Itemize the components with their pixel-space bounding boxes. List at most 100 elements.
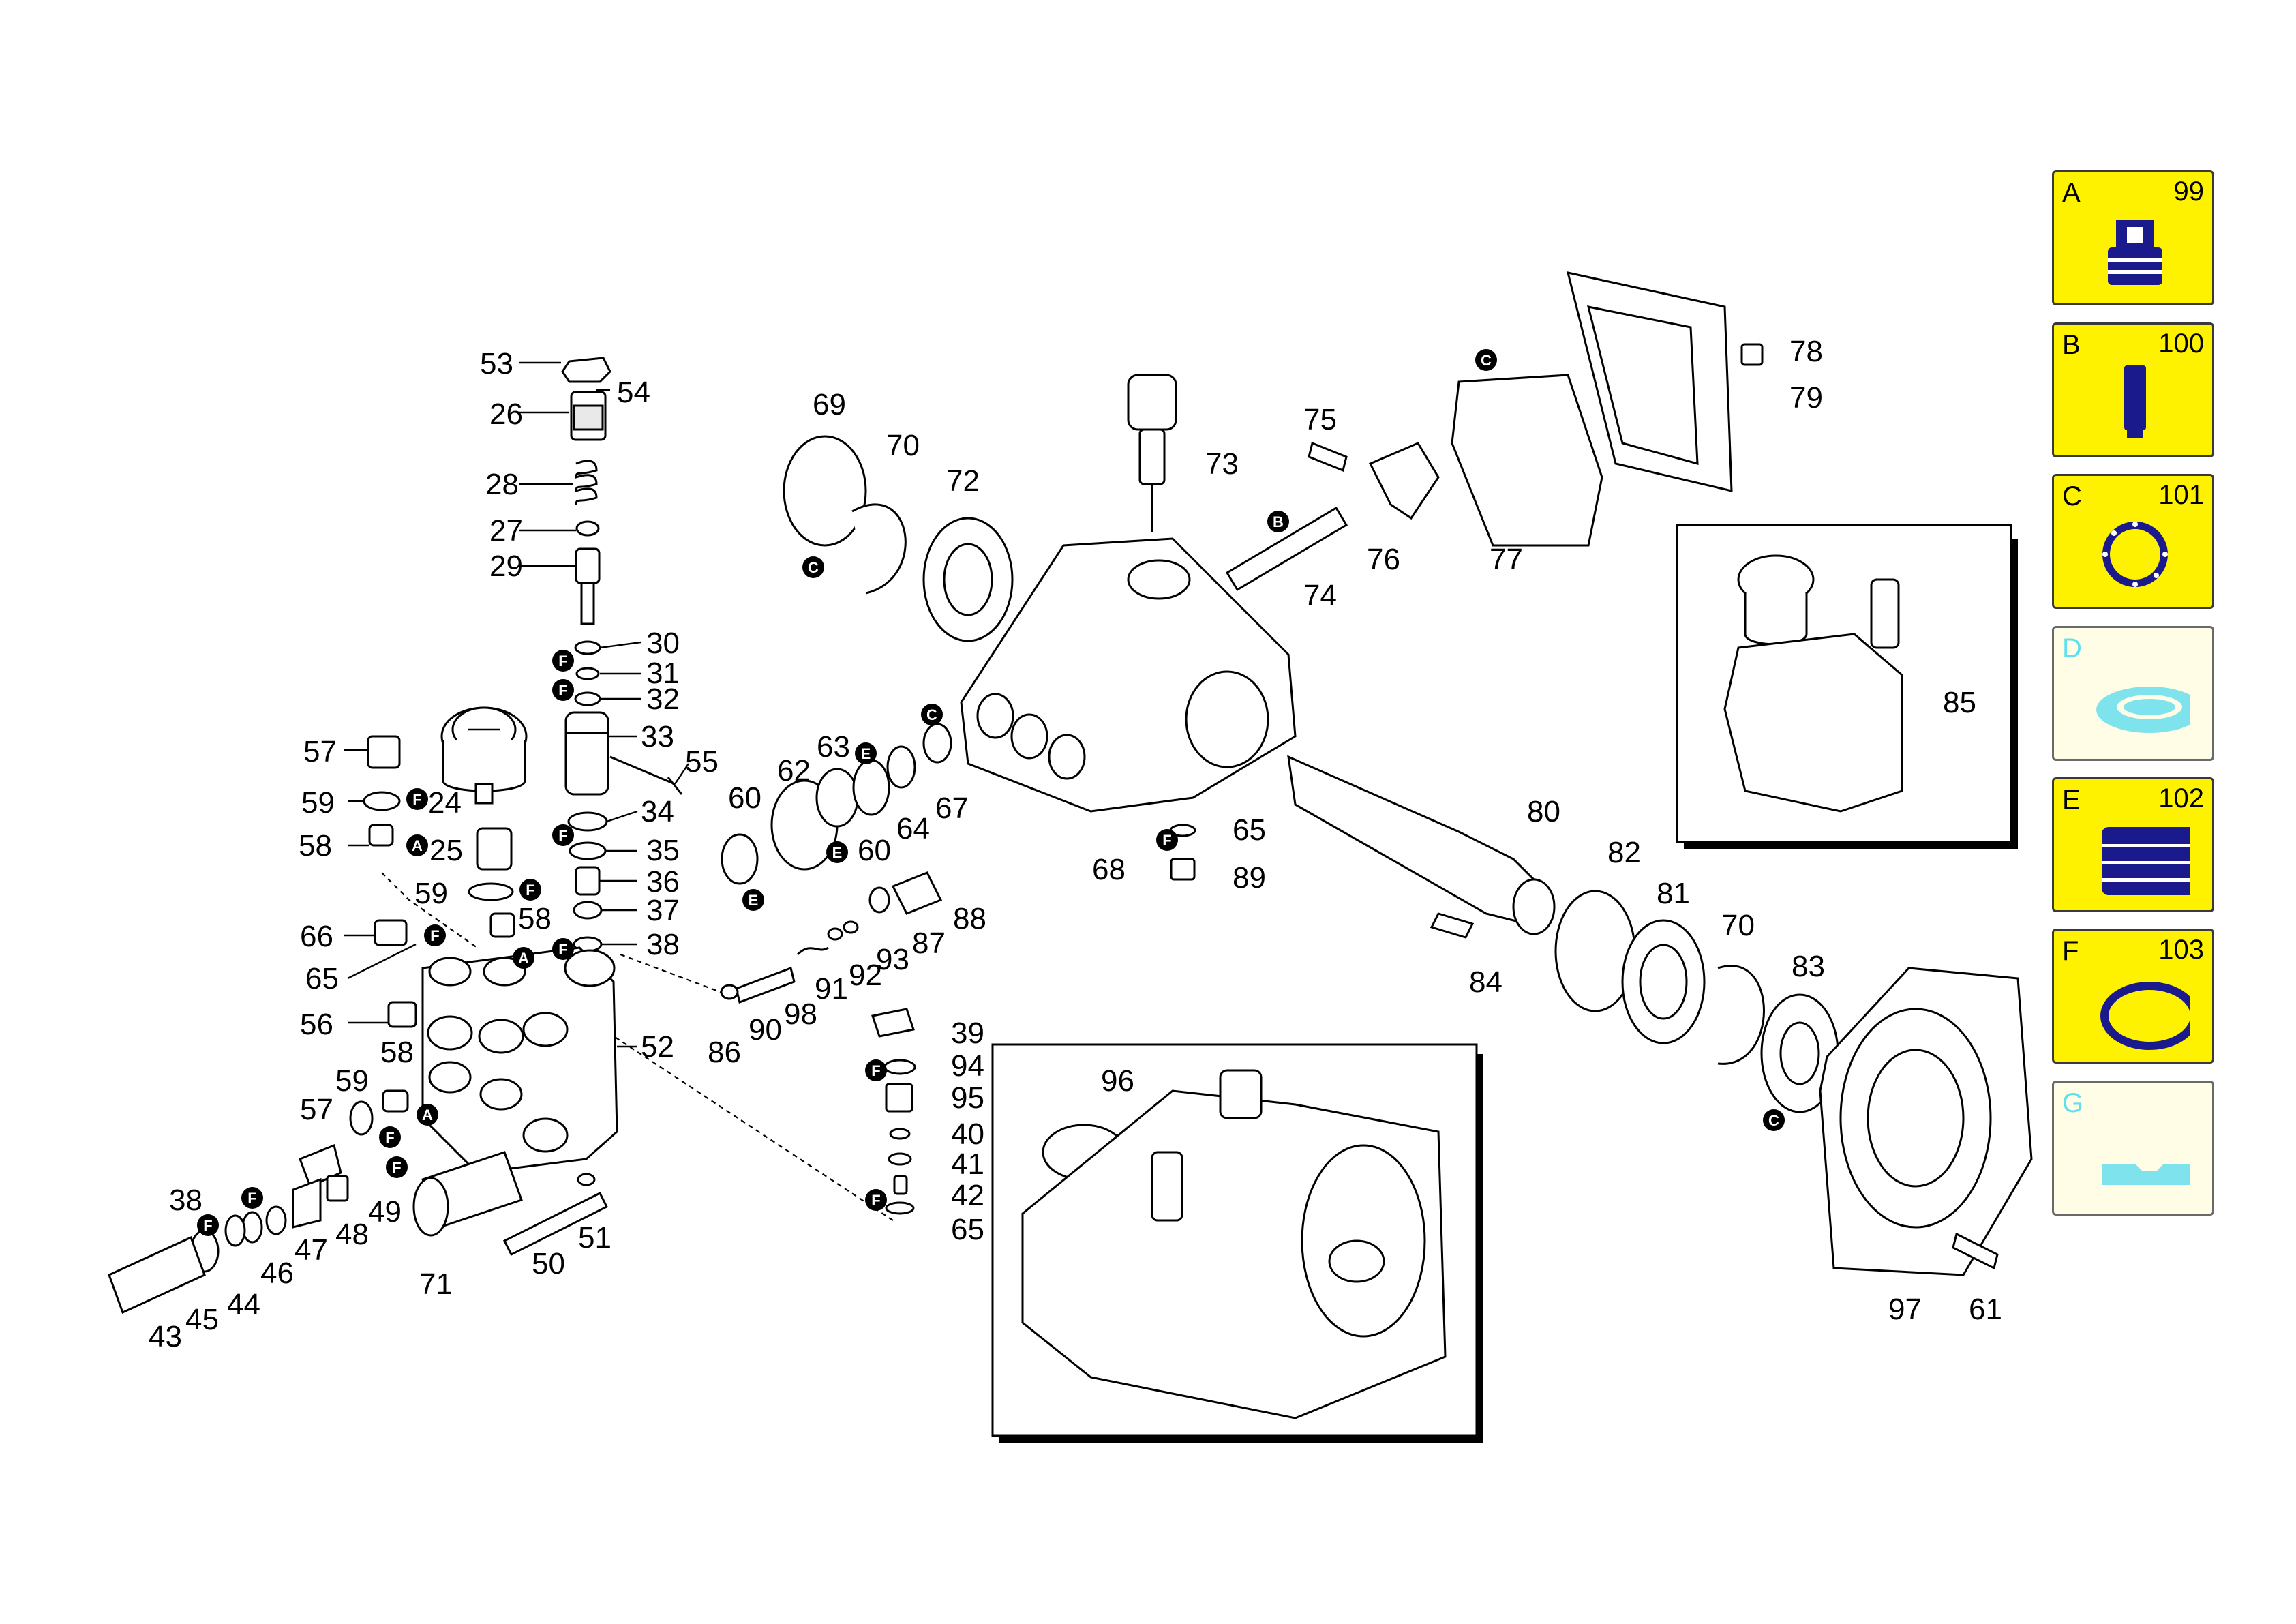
callout-57: 57: [300, 1093, 333, 1126]
callout-43: 43: [149, 1320, 182, 1353]
badge-f: F: [379, 1126, 401, 1148]
callout-58: 58: [299, 829, 332, 862]
callout-80: 80: [1527, 795, 1560, 828]
callout-29: 29: [489, 550, 523, 583]
guide-lines: [381, 872, 894, 1221]
callout-84: 84: [1469, 965, 1502, 999]
inset-96: [991, 1043, 1483, 1443]
callout-64: 64: [896, 812, 930, 845]
badge-f: F: [406, 788, 428, 810]
callout-70: 70: [1721, 909, 1755, 942]
badge-f: F: [865, 1059, 887, 1081]
kit-code: 101: [2158, 480, 2204, 510]
callout-88: 88: [953, 902, 986, 935]
gasket-ring-icon: [2102, 522, 2168, 587]
callout-62: 62: [777, 754, 811, 787]
badge-f: F: [552, 938, 574, 960]
callout-35: 35: [646, 834, 680, 867]
kit-f[interactable]: F 103: [2052, 929, 2214, 1064]
badge-f: F: [424, 924, 446, 946]
badge-a: A: [417, 1104, 438, 1126]
callout-26: 26: [489, 397, 523, 431]
callout-56: 56: [300, 1008, 333, 1041]
svg-text:E: E: [832, 844, 843, 861]
svg-text:A: A: [518, 950, 529, 967]
callout-60: 60: [728, 781, 761, 815]
badge-f: F: [552, 679, 574, 701]
svg-text:E: E: [749, 892, 759, 909]
badge-c: C: [1763, 1109, 1785, 1131]
callout-74: 74: [1303, 579, 1337, 612]
callout-69: 69: [813, 388, 846, 421]
svg-text:F: F: [247, 1190, 256, 1207]
callout-59: 59: [335, 1064, 369, 1098]
badge-a: A: [513, 947, 534, 969]
kit-letter: A: [2062, 178, 2081, 208]
callout-75: 75: [1303, 403, 1337, 436]
kit-code: 102: [2158, 783, 2204, 813]
key-icon: [2102, 1164, 2190, 1185]
callout-59: 59: [414, 877, 448, 910]
callout-40: 40: [951, 1117, 984, 1151]
callout-85: 85: [1943, 686, 1976, 719]
o-ring-icon: [2100, 982, 2190, 1050]
badge-f: F: [1156, 829, 1178, 851]
crankcase: [960, 271, 1764, 813]
callout-32: 32: [646, 682, 680, 716]
kit-c[interactable]: C 101: [2052, 474, 2214, 609]
badge-f: F: [197, 1214, 219, 1236]
badge-e: E: [742, 889, 764, 911]
callout-34: 34: [641, 795, 674, 828]
kit-e[interactable]: E 102: [2052, 777, 2214, 912]
callout-58: 58: [380, 1036, 414, 1069]
kit-d[interactable]: D: [2052, 626, 2214, 761]
callout-87: 87: [912, 927, 946, 960]
kit-letter: F: [2062, 936, 2079, 966]
kit-letter: C: [2062, 481, 2082, 511]
callout-30: 30: [646, 627, 680, 660]
svg-text:B: B: [1273, 513, 1284, 530]
callout-77: 77: [1490, 543, 1523, 576]
badge-f: F: [519, 879, 541, 901]
svg-text:F: F: [430, 927, 439, 944]
badge-f: F: [552, 650, 574, 672]
badge-e: E: [855, 742, 877, 764]
badge-e: E: [826, 841, 848, 863]
svg-text:C: C: [1768, 1112, 1779, 1129]
callout-31: 31: [646, 657, 680, 690]
callout-41: 41: [951, 1147, 984, 1181]
callout-44: 44: [227, 1288, 260, 1321]
kit-g[interactable]: G: [2052, 1081, 2214, 1216]
callout-24: 24: [428, 786, 462, 819]
callout-71: 71: [419, 1267, 453, 1301]
svg-text:F: F: [392, 1159, 401, 1176]
callout-46: 46: [260, 1257, 294, 1290]
svg-text:F: F: [558, 941, 567, 958]
callout-76: 76: [1367, 543, 1400, 576]
crankshaft: [1287, 755, 1839, 1113]
badge-c: C: [921, 704, 943, 725]
callout-37: 37: [646, 894, 680, 927]
kit-a[interactable]: A 99: [2052, 170, 2214, 305]
pressure-gauge: [440, 706, 528, 805]
badge-f: F: [386, 1156, 408, 1178]
callout-38: 38: [169, 1184, 202, 1217]
piston-icon: [2124, 365, 2146, 438]
callout-38: 38: [646, 928, 680, 961]
callout-numbers: 53 54 26 28 27 29 30 31 32 33 55 34 35 3…: [149, 335, 2002, 1353]
callout-48: 48: [335, 1218, 369, 1251]
kit-letter: G: [2062, 1088, 2084, 1118]
svg-text:C: C: [926, 706, 937, 723]
callout-50: 50: [532, 1247, 565, 1280]
svg-text:C: C: [1481, 352, 1492, 369]
svg-text:F: F: [1162, 832, 1171, 849]
kit-b[interactable]: B 100: [2052, 322, 2214, 457]
svg-text:F: F: [385, 1129, 394, 1146]
svg-text:E: E: [861, 745, 871, 762]
callout-63: 63: [817, 730, 850, 764]
callout-45: 45: [185, 1303, 219, 1336]
callout-36: 36: [646, 865, 680, 899]
callout-81: 81: [1657, 877, 1690, 910]
oil-seal-icon: [2096, 687, 2190, 733]
